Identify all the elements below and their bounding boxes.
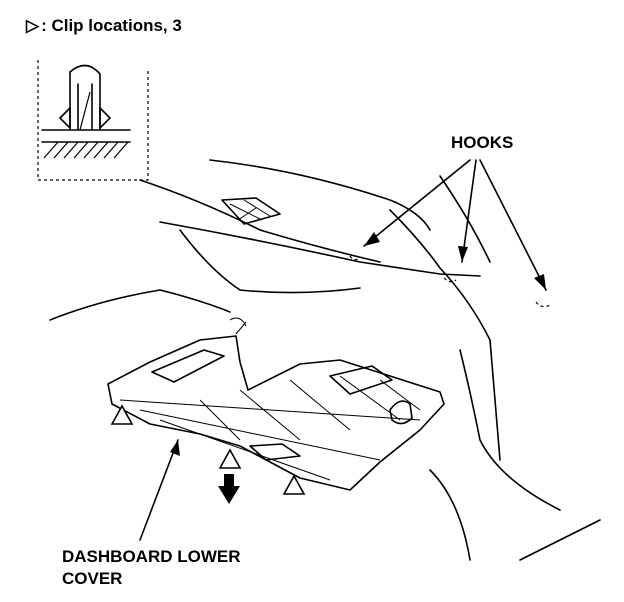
cover-leader-arrow bbox=[139, 439, 180, 541]
clip-location-triangle bbox=[110, 404, 134, 425]
clip-hatching bbox=[43, 91, 129, 159]
hooks-label: HOOKS bbox=[451, 133, 514, 152]
cover-label-line1: DASHBOARD LOWER bbox=[62, 547, 241, 566]
clip-location-triangle bbox=[218, 448, 242, 469]
lower-cover-panel bbox=[107, 317, 445, 491]
hook-markers bbox=[349, 255, 553, 308]
cover-label-line2: COVER bbox=[62, 569, 123, 588]
clip-legend: ▷: Clip locations, 3 bbox=[26, 16, 182, 36]
clip-location-triangles bbox=[110, 404, 306, 495]
removal-direction-arrow bbox=[218, 474, 240, 504]
clip-location-triangle bbox=[282, 474, 306, 495]
dashboard-outline bbox=[49, 159, 601, 561]
clip-detail-inset bbox=[37, 60, 149, 181]
clip-triangle-icon: ▷ bbox=[26, 16, 40, 35]
clip-legend-text: : Clip locations, 3 bbox=[41, 16, 182, 35]
hook-leader-arrows bbox=[363, 159, 547, 291]
